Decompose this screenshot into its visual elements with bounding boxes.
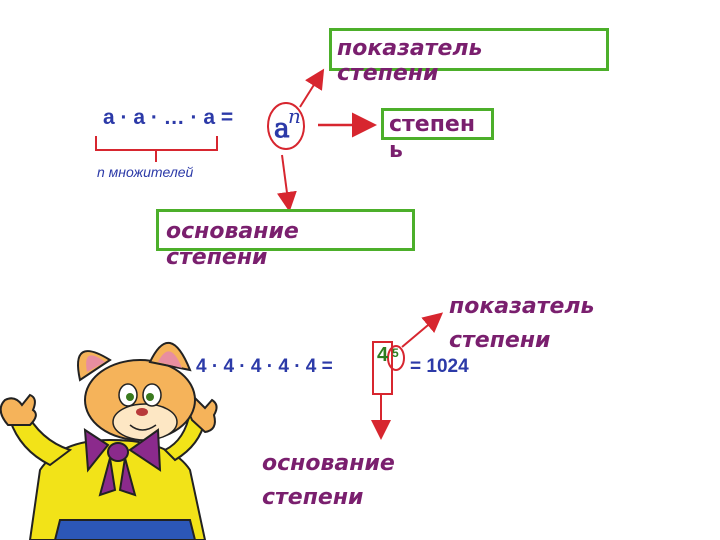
base-label-top-line1: основание [166,219,299,244]
base-label-top-line2: степени [166,245,268,270]
exponent-label-box-top [329,28,609,71]
power-label-box [381,108,494,140]
arrow-to-exponent-bottom [401,312,444,348]
multipliers-note: n множителей [97,164,194,180]
arrow-to-base-top [276,154,297,212]
power-exponent: n [288,104,301,128]
exponent-label-top: показатель степени [337,36,482,86]
power-label-line1: степен [389,112,476,137]
exponent-label-bottom: показатель степени [449,290,594,358]
base-label-bottom: основание степени [262,447,395,515]
power-oval [267,102,305,150]
bottom-power-exponent: 5 [392,346,399,360]
bottom-power-base: 4 [377,344,389,366]
exponent-label-bottom-line2: степени [449,328,551,353]
top-product-formula: a · a · … · a = [103,106,234,129]
bottom-product-formula: 4 · 4 · 4 · 4 · 4 = [196,356,333,377]
bottom-result: = 1024 [410,356,469,377]
power-label: степен ь [389,112,475,164]
exponent-label-top-line1: показатель [337,36,483,61]
base-label-top: основание степени [166,219,299,271]
base-label-box-top [156,209,415,251]
arrow-to-exponent-top [299,68,325,108]
power-label-line2: ь [389,138,403,163]
power-a-n: a n [272,104,304,145]
exponent-label-top-line2: степени [337,61,439,86]
multipliers-bracket [95,136,218,162]
exponent-label-bottom-line1: показатель [449,294,595,319]
exponent-oval-bottom [387,345,405,371]
base-label-bottom-line1: основание [262,451,395,476]
power-base: a [274,114,290,145]
base-label-bottom-line2: степени [262,485,364,510]
